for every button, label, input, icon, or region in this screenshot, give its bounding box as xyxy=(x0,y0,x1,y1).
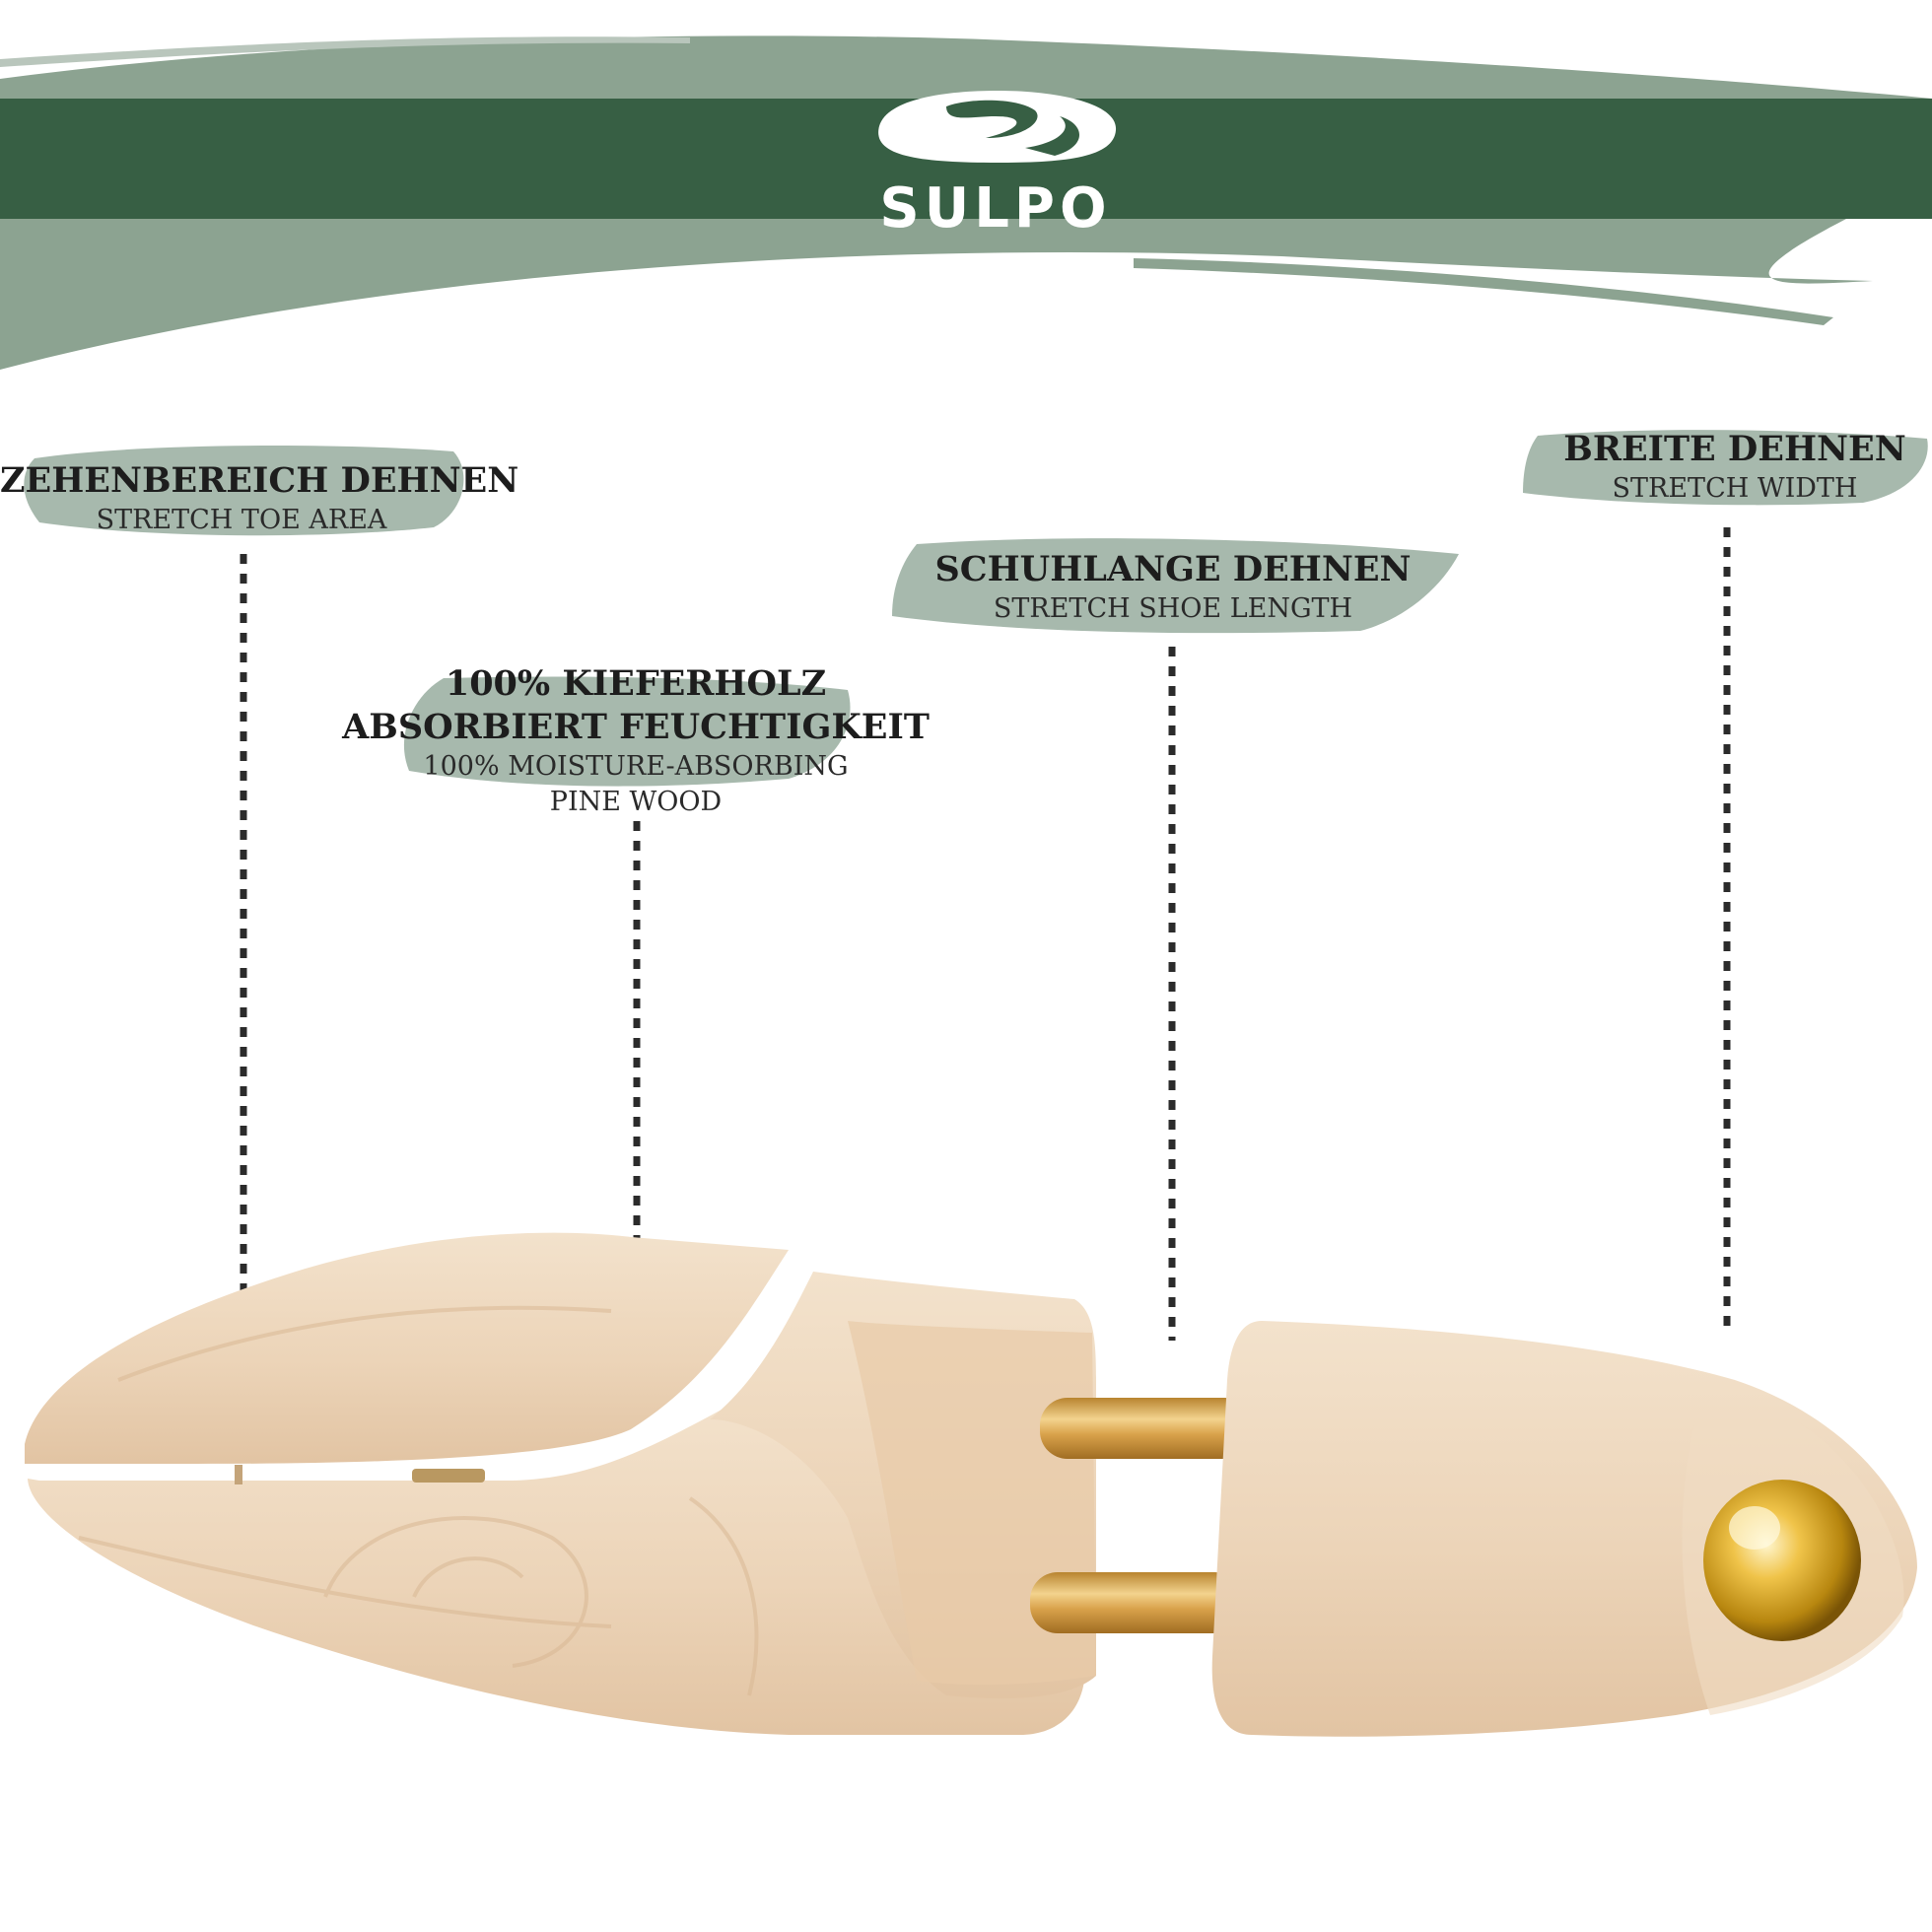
toe-brush-swatch xyxy=(24,446,464,536)
toe-callout-subtitle: STRETCH TOE AREA xyxy=(96,505,387,535)
pine-brush-swatch xyxy=(403,676,851,787)
brass-rod-lower xyxy=(1030,1572,1242,1633)
length-callout: SCHUHLANGE DEHNEN STRETCH SHOE LENGTH xyxy=(887,548,1459,627)
width-callout-title: BREITE DEHNEN xyxy=(1563,429,1906,469)
wooden-shoe-tree-image xyxy=(25,1232,1917,1737)
length-callout-title: SCHUHLANGE DEHNEN xyxy=(934,549,1412,589)
width-brush-swatch xyxy=(1523,430,1928,506)
pine-callout-title-line1: 100% KIEFERHOLZ xyxy=(445,663,827,704)
brass-rod-upper xyxy=(1040,1398,1252,1459)
width-callout: BREITE DEHNEN STRETCH WIDTH xyxy=(1538,428,1932,507)
length-callout-subtitle: STRETCH SHOE LENGTH xyxy=(993,593,1353,624)
length-brush-swatch xyxy=(892,538,1459,634)
pine-callout-title-line2: ABSORBIERT FEUCHTIGKEIT xyxy=(342,707,930,747)
brass-knob xyxy=(1703,1480,1861,1641)
spring-coil xyxy=(412,1469,485,1483)
sulpo-logo-icon xyxy=(878,91,1117,163)
toe-callout-title: ZEHENBEREICH DEHNEN xyxy=(0,460,519,501)
toe-lower-block xyxy=(28,1400,1084,1735)
brand-name: SULPO xyxy=(879,176,1112,241)
width-callout-subtitle: STRETCH WIDTH xyxy=(1612,473,1858,504)
pine-callout: 100% KIEFERHOLZ ABSORBIERT FEUCHTIGKEIT … xyxy=(335,662,936,820)
pine-callout-subtitle-line1: 100% MOISTURE-ABSORBING xyxy=(423,751,849,782)
toe-callout: ZEHENBEREICH DEHNEN STRETCH TOE AREA xyxy=(0,459,519,538)
pine-callout-subtitle-line2: PINE WOOD xyxy=(549,787,723,817)
toe-upper-block xyxy=(25,1232,789,1464)
header-brush-streak xyxy=(1134,258,1833,325)
header-brush-streak xyxy=(0,36,690,67)
